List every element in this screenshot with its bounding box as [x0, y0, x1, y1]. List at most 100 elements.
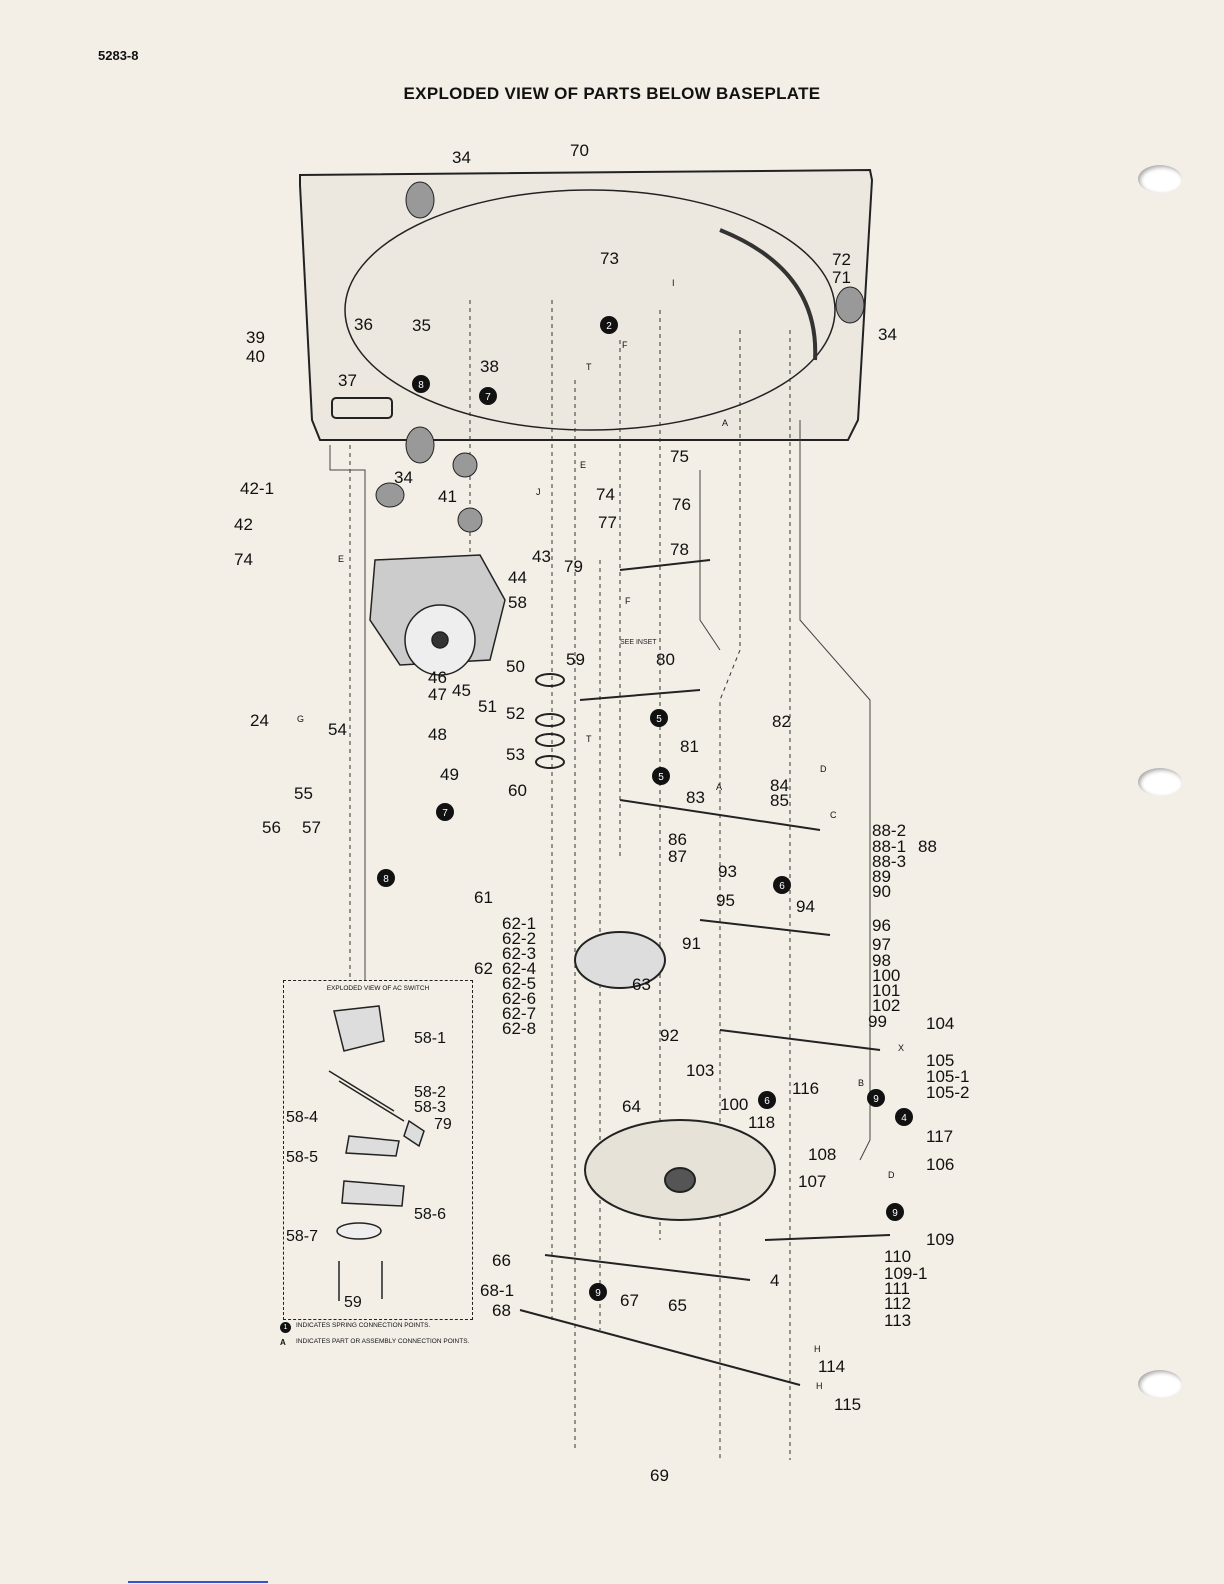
part-label: 74	[234, 550, 253, 569]
part-label: 110	[884, 1247, 911, 1266]
inset-label: 58-2	[414, 1084, 446, 1101]
spring-marker: 2	[600, 316, 618, 334]
connection-letter: C	[830, 810, 837, 820]
part-label: 81	[680, 737, 699, 756]
part-label: 82	[772, 712, 791, 731]
part-label: 92	[660, 1026, 679, 1045]
svg-text:5: 5	[658, 772, 664, 783]
part-label: 109	[926, 1230, 954, 1249]
part-label: 98	[872, 951, 891, 970]
connection-letter: F	[622, 340, 628, 350]
part-label: 49	[440, 765, 459, 784]
part-label: 62-2	[502, 929, 536, 948]
part-label: 93	[718, 862, 737, 881]
part-label: 72	[832, 250, 851, 269]
part-label: 45	[452, 681, 471, 700]
part-label: 24	[250, 711, 269, 730]
part-label: 84	[770, 776, 789, 795]
spring-marker: 4	[895, 1108, 913, 1126]
part-label: 41	[438, 487, 457, 506]
baseplate	[299, 168, 874, 441]
spring-marker-symbol: 1	[280, 1322, 291, 1333]
svg-text:8: 8	[383, 874, 389, 885]
part-label: 35	[412, 316, 431, 335]
legend-text: INDICATES SPRING CONNECTION POINTS.	[296, 1322, 431, 1329]
part-label: 87	[668, 847, 687, 866]
springs	[375, 181, 865, 533]
part-labels: 34 70 73 72 71 34 39 40 36 35 38 37 34 4…	[234, 141, 969, 1485]
part-label: 88-2	[872, 821, 906, 840]
spring-marker: 7	[479, 387, 497, 405]
part-label: 42-1	[240, 479, 274, 498]
svg-text:9: 9	[595, 1288, 601, 1299]
connection-letter: F	[625, 596, 631, 606]
spring-marker: 8	[377, 869, 395, 887]
part-label: 108	[808, 1145, 836, 1164]
part-label: 62-8	[502, 1019, 536, 1038]
part-label: 102	[872, 996, 900, 1015]
part-label: 69	[650, 1466, 669, 1485]
inset-title: EXPLODED VIEW OF AC SWITCH	[326, 985, 430, 992]
part-label: 100	[720, 1095, 748, 1114]
motor	[369, 554, 506, 676]
connection-letter: D	[820, 764, 827, 774]
connection-letter: T	[586, 734, 592, 744]
washers	[535, 673, 565, 769]
part-label: 115	[834, 1395, 861, 1414]
part-label: 107	[798, 1172, 826, 1191]
part-label: 83	[686, 788, 705, 807]
connection-letters: E F T A J E I F G T A D C X B D H H	[297, 278, 904, 1391]
inset-label: 58-6	[414, 1206, 446, 1223]
spring-marker: 5	[650, 709, 668, 727]
part-label: 85	[770, 791, 789, 810]
part-label: 62	[474, 959, 493, 978]
part-label: 63	[632, 975, 651, 994]
part-label: 75	[670, 447, 689, 466]
inset-label: 58-1	[414, 1030, 446, 1047]
part-label: 51	[478, 697, 497, 716]
part-label: 54	[328, 720, 347, 739]
part-label: 34	[878, 325, 897, 344]
svg-text:5: 5	[656, 714, 662, 725]
part-label: 37	[338, 371, 357, 390]
connection-letter: I	[672, 278, 675, 288]
part-label: 97	[872, 935, 891, 954]
part-label: 48	[428, 725, 447, 744]
part-label: 67	[620, 1291, 639, 1310]
spring-marker: 7	[436, 803, 454, 821]
part-label: 101	[872, 981, 900, 1000]
part-label: 105-2	[926, 1083, 969, 1102]
part-label: 76	[672, 495, 691, 514]
document-number: 5283-8	[98, 48, 139, 63]
part-label: 88-1	[872, 837, 906, 856]
levers	[519, 559, 891, 1386]
connection-letter: X	[898, 1043, 904, 1053]
part-label: 91	[682, 934, 701, 953]
part-label: 95	[716, 891, 735, 910]
part-label: 70	[570, 141, 589, 160]
part-label: 103	[686, 1061, 714, 1080]
connection-letter: G	[297, 714, 304, 724]
svg-text:7: 7	[442, 808, 448, 819]
connection-letter: A	[716, 782, 722, 792]
svg-text:6: 6	[764, 1096, 770, 1107]
legend-row: A INDICATES PART OR ASSEMBLY CONNECTION …	[280, 1338, 510, 1347]
spring-markers: 2 8 7 5 5 7 8 6 6 9 4 9 9	[377, 316, 913, 1301]
connection-letter: D	[888, 1170, 895, 1180]
part-label: 71	[832, 268, 851, 287]
part-label: 47	[428, 685, 447, 704]
part-label: 99	[868, 1012, 887, 1031]
part-label: 105-1	[926, 1067, 969, 1086]
inset-label: 58-3	[414, 1099, 446, 1116]
part-label: 79	[564, 557, 583, 576]
binder-hole	[1138, 768, 1182, 796]
see-inset-note: SEE INSET	[620, 639, 657, 646]
part-label: 80	[656, 650, 675, 669]
part-label: 78	[670, 540, 689, 559]
part-label: 106	[926, 1155, 954, 1174]
part-label: 62-3	[502, 944, 536, 963]
part-label: 61	[474, 888, 493, 907]
part-label: 88	[918, 837, 937, 856]
inset-diagram: 58-1 58-2 58-3 58-4 58-5 79 58-6 58-7 59	[286, 1005, 452, 1311]
